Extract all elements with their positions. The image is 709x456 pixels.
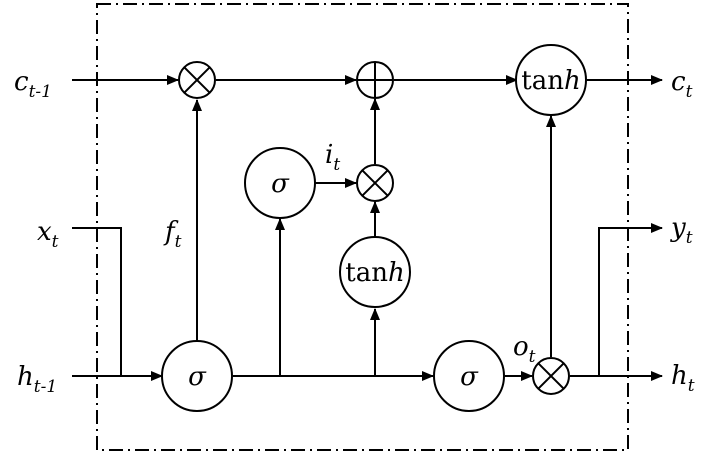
output-h-label: ht [671, 361, 695, 396]
output-tanh-label: tanh [521, 66, 580, 96]
output-gate-label: ot [513, 332, 536, 367]
output-y-label: yt [670, 213, 693, 248]
input-sigma-label: σ [271, 169, 290, 199]
output-c-label: ct [671, 67, 693, 102]
add-node [356, 61, 394, 99]
input-sigma-node: σ [244, 147, 316, 219]
output-tanh-node: tanh [515, 44, 587, 116]
forget-multiply-node [178, 61, 216, 99]
input-h-label: ht-1 [17, 362, 57, 397]
input-gate-label: it [325, 140, 340, 175]
forget-gate-label: ft [163, 217, 182, 252]
forget-sigma-node: σ [161, 340, 233, 412]
x-input-path [72, 227, 122, 376]
input-c-label: ct-1 [14, 67, 52, 102]
candidate-tanh-node: tanh [339, 236, 411, 308]
output-sigma-node: σ [433, 340, 505, 412]
y-output-path [598, 223, 663, 376]
forget-sigma-label: σ [188, 362, 207, 392]
candidate-tanh-label: tanh [345, 258, 404, 288]
connections [72, 75, 663, 381]
input-x-label: xt [37, 217, 59, 252]
output-sigma-label: σ [460, 362, 479, 392]
input-multiply-node [356, 164, 394, 202]
output-multiply-node [532, 357, 570, 395]
